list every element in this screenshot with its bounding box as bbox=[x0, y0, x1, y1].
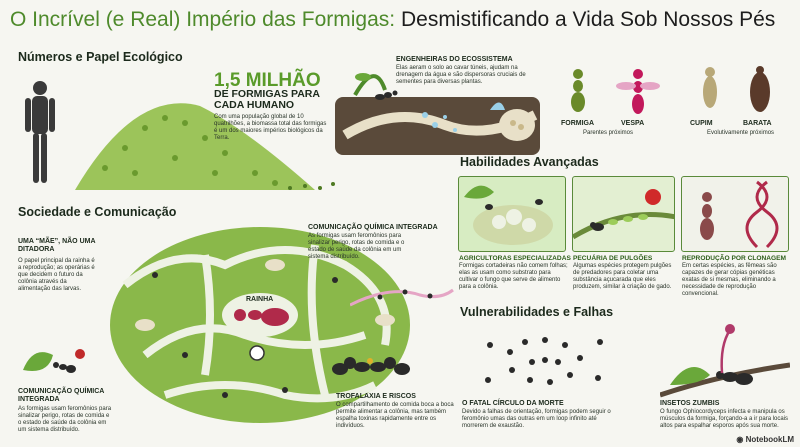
sprout-icon bbox=[353, 74, 387, 96]
ants-per-human-label: DE FORMIGAS PARA CADA HUMANO bbox=[214, 88, 320, 111]
queen-info-title: UMA “MÃE”, NÃO UMA DITADORA bbox=[18, 238, 96, 253]
trophallaxis-ants-illustration bbox=[332, 357, 410, 375]
relatives-close-caption: Parentes próximos bbox=[583, 130, 634, 136]
population-description: Com uma população global de 10 quatrilhõ… bbox=[214, 114, 327, 141]
engineers-title: ENGENHEIRAS DO ECOSSISTEMA bbox=[396, 56, 513, 63]
zombie-title: INSETOS ZUMBIS bbox=[660, 400, 720, 407]
queen-label: RAINHA bbox=[246, 296, 274, 303]
relative-label-termite: CUPIM bbox=[690, 120, 713, 127]
clone-dna-icon bbox=[700, 180, 779, 249]
skill-card-cloning bbox=[681, 176, 789, 252]
skill-farming-title: AGRICULTORAS ESPECIALIZADAS bbox=[459, 255, 571, 262]
death-spiral-title: O FATAL CÍRCULO DA MORTE bbox=[462, 400, 564, 407]
page-title: O Incrível (e Real) Império das Formigas… bbox=[10, 8, 800, 32]
queen-ant-icon bbox=[234, 308, 289, 326]
fungus-garden-icon bbox=[464, 185, 553, 245]
section-society-heading: Sociedade e Comunicação bbox=[18, 205, 177, 219]
termite-icon bbox=[703, 67, 717, 108]
human-silhouette-icon bbox=[25, 81, 55, 183]
relative-label-wasp: VESPA bbox=[621, 120, 645, 127]
skill-farming-body: Formigas cortadeiras não comem folhas; e… bbox=[459, 263, 568, 290]
fungus-stalk-icon bbox=[720, 329, 732, 374]
death-spiral-illustration bbox=[485, 337, 603, 385]
title-part-2: Desmistificando a Vida Sob Nossos Pés bbox=[400, 8, 776, 31]
engineers-body: Elas aeram o solo ao cavar túneis, ajuda… bbox=[396, 65, 526, 85]
section-vulnerabilities-heading: Vulnerabilidades e Falhas bbox=[460, 305, 614, 319]
insect-relatives-illustration bbox=[571, 66, 770, 114]
brand-logo-icon: ◉ bbox=[736, 435, 744, 444]
pheromone-trail-illustration bbox=[350, 288, 454, 307]
skill-cloning-title: REPRODUÇÃO POR CLONAGEM bbox=[682, 255, 787, 262]
ant-pile-illustration bbox=[25, 81, 335, 190]
section-numbers-heading: Números e Papel Ecológico bbox=[18, 50, 183, 64]
wasp-icon bbox=[616, 69, 660, 114]
ant-mound-shape bbox=[75, 103, 315, 190]
ant-colony-illustration bbox=[110, 227, 410, 423]
trophallaxis-body: O compartilhamento de comida boca a boca… bbox=[336, 402, 454, 429]
chem-top-title: COMUNICAÇÃO QUÍMICA INTEGRADA bbox=[308, 224, 438, 231]
trophallaxis-title: TROFALAXIA E RISCOS bbox=[336, 393, 416, 400]
skill-card-aphids bbox=[572, 176, 675, 252]
death-spiral-body: Devido a falhas de orientação, formigas … bbox=[462, 409, 611, 429]
ladybug-icon bbox=[645, 189, 661, 205]
pheromone-signal-icon bbox=[249, 345, 265, 361]
cockroach-icon bbox=[750, 66, 770, 112]
ants-per-human-number: 1,5 MILHÃO bbox=[214, 70, 321, 91]
relative-label-cockroach: BARATA bbox=[743, 120, 772, 127]
zombie-ant-illustration bbox=[660, 324, 790, 398]
section-skills-heading: Habilidades Avançadas bbox=[460, 155, 599, 169]
zombie-body: O fungo Ophiocordyceps infecta e manipul… bbox=[660, 409, 789, 429]
brand-badge: ◉ NotebookLM bbox=[736, 435, 794, 444]
danger-skull-icon bbox=[75, 349, 85, 359]
skill-card-farming bbox=[458, 176, 566, 252]
soil-tunnel-illustration bbox=[335, 73, 540, 155]
relative-label-ant: FORMIGA bbox=[561, 120, 595, 127]
aphid-herding-icon bbox=[573, 189, 674, 240]
title-part-1: O Incrível (e Real) Império das Formigas… bbox=[10, 8, 396, 31]
brand-label: NotebookLM bbox=[745, 435, 794, 444]
leaf-warning-illustration bbox=[23, 349, 85, 373]
chem-bottom-title: COMUNICAÇÃO QUÍMICA INTEGRADA bbox=[18, 388, 105, 403]
relatives-labels: FORMIGA VESPA CUPIM BARATA Parentes próx… bbox=[555, 120, 795, 148]
relatives-far-caption: Evolutivamente próximos bbox=[707, 130, 775, 136]
skill-cloning-body: Em certas espécies, as fêmeas são capaze… bbox=[682, 263, 777, 297]
chem-top-body: As formigas usam feromônios para sinaliz… bbox=[308, 233, 405, 260]
chem-bottom-body: As formigas usam feromônios para sinaliz… bbox=[18, 406, 112, 433]
queen-info-body: O papel principal da rainha é a reproduç… bbox=[18, 258, 95, 292]
skill-aphids-body: Algumas espécies protegem pulgões de pre… bbox=[573, 263, 672, 290]
ant-icon bbox=[571, 69, 585, 112]
skill-aphids-title: PECUÁRIA DE PULGÕES bbox=[573, 255, 653, 262]
